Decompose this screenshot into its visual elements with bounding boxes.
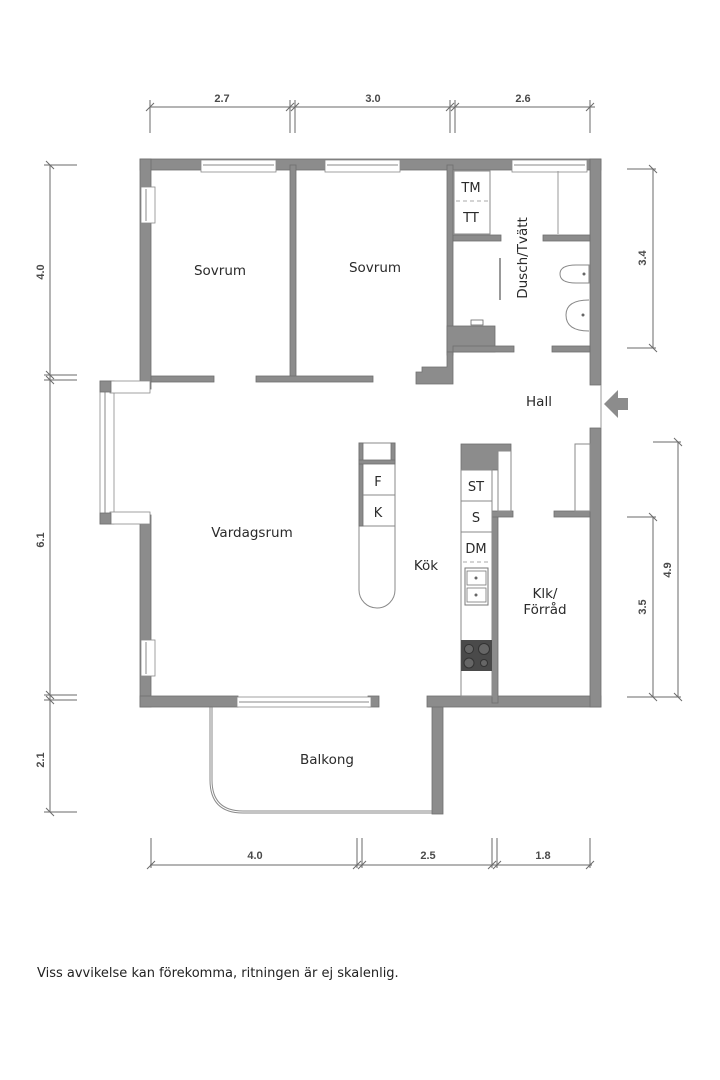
dim-top-1: 2.7 bbox=[214, 93, 229, 105]
dim-left-3: 2.1 bbox=[35, 752, 47, 767]
appliance-label-tm: TM bbox=[460, 181, 480, 196]
toilet-icon bbox=[559, 264, 590, 284]
room-label-kok: Kök bbox=[414, 558, 438, 574]
shower-tap-icon bbox=[470, 319, 484, 326]
dim-right-lower-outer: 4.9 bbox=[662, 562, 674, 577]
washbasin-icon bbox=[565, 299, 590, 332]
windows bbox=[99, 159, 588, 708]
room-label-sovrum-2: Sovrum bbox=[349, 260, 401, 276]
bathroom-fixtures bbox=[453, 170, 590, 332]
appliance-label-tt: TT bbox=[462, 211, 479, 226]
dim-left-2: 6.1 bbox=[35, 532, 47, 547]
dim-right-lower-inner: 3.5 bbox=[637, 599, 649, 614]
dimension-right: 3.4 3.5 4.9 bbox=[627, 164, 683, 702]
balcony-side-wall bbox=[431, 705, 444, 815]
dimension-bottom: 4.0 2.5 1.8 bbox=[146, 838, 595, 870]
room-label-forrad: Förråd bbox=[523, 601, 566, 618]
dimension-top: 2.7 3.0 2.6 bbox=[145, 93, 595, 133]
appliance-label-dm: DM bbox=[465, 542, 486, 557]
disclaimer-text: Viss avvikelse kan förekomma, ritningen … bbox=[37, 966, 399, 981]
room-label-sovrum-1: Sovrum bbox=[194, 263, 246, 279]
kitchen-island bbox=[358, 442, 396, 609]
washer-dryer-cabinet bbox=[453, 170, 491, 235]
appliance-label-k: K bbox=[374, 506, 383, 521]
dim-top-3: 2.6 bbox=[515, 93, 530, 105]
room-label-hall: Hall bbox=[526, 394, 552, 410]
room-label-vardagsrum: Vardagsrum bbox=[211, 525, 292, 541]
dim-bottom-3: 1.8 bbox=[535, 850, 550, 862]
entrance-arrow-icon bbox=[604, 390, 628, 418]
kitchen-counter bbox=[460, 443, 591, 697]
room-label-dusch-tvatt: Dusch/Tvätt bbox=[515, 217, 531, 299]
dimension-left: 4.0 6.1 2.1 bbox=[35, 160, 77, 817]
appliance-label-st: ST bbox=[468, 480, 484, 495]
dim-top-2: 3.0 bbox=[365, 93, 380, 105]
walls bbox=[139, 158, 602, 708]
dim-left-1: 4.0 bbox=[35, 264, 47, 279]
stove-icon bbox=[461, 640, 492, 671]
dim-bottom-2: 2.5 bbox=[420, 850, 435, 862]
room-label-klk: Klk/ bbox=[533, 586, 558, 602]
dim-right-upper: 3.4 bbox=[637, 249, 649, 265]
appliance-label-s: S bbox=[472, 511, 480, 526]
room-label-balkong: Balkong bbox=[300, 752, 354, 768]
dim-bottom-1: 4.0 bbox=[247, 850, 262, 862]
double-sink-icon bbox=[464, 567, 489, 606]
appliance-label-f: F bbox=[374, 475, 381, 490]
